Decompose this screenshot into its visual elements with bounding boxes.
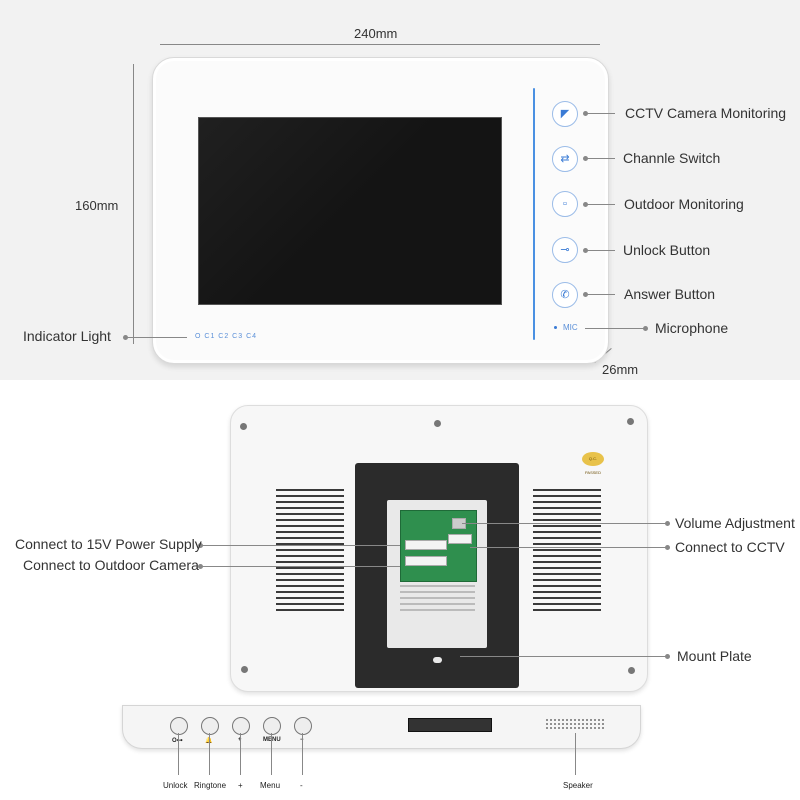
leader-cctv — [585, 113, 615, 114]
leader-channel — [585, 158, 615, 159]
screw-bottom-left — [241, 666, 248, 673]
label-cctv-monitoring: CCTV Camera Monitoring — [625, 105, 787, 121]
plate-hole — [433, 657, 442, 663]
leader-plus-key — [240, 733, 241, 775]
mic-marking: MIC — [563, 323, 578, 332]
label-outdoor-camera: Connect to Outdoor Camera — [23, 557, 199, 573]
leader-answer-dot — [583, 292, 588, 297]
leader-cctv-back — [470, 547, 667, 548]
leader-indicator-dot — [123, 335, 128, 340]
leader-microphone — [585, 328, 645, 329]
unlock-button[interactable]: ⊸ — [552, 237, 578, 263]
leader-minus-key — [302, 733, 303, 775]
screw-top-right — [627, 418, 634, 425]
leader-mount — [460, 656, 667, 657]
width-dimension-label: 240mm — [354, 26, 398, 41]
leader-channel-dot — [583, 156, 588, 161]
leader-speaker — [575, 733, 576, 775]
screw-top-left — [240, 423, 247, 430]
leader-answer — [585, 294, 615, 295]
leader-outdoor-dot — [583, 202, 588, 207]
label-power-supply: Connect to 15V Power Supply — [15, 536, 202, 552]
height-dimension-line — [133, 64, 134, 344]
leader-power — [200, 545, 400, 546]
speaker-grille — [545, 718, 605, 730]
vent-left — [276, 489, 344, 614]
answer-button[interactable]: ✆ — [552, 282, 578, 308]
leader-volume — [462, 523, 667, 524]
leader-cctv-dot — [583, 111, 588, 116]
leader-outdoor — [585, 204, 615, 205]
minus-key[interactable] — [294, 717, 312, 735]
label-ringtone-key: Ringtone — [194, 781, 227, 790]
unlock-key[interactable] — [170, 717, 188, 735]
bell-icon: 🔔 — [205, 737, 212, 744]
microphone-hole — [554, 326, 557, 329]
leader-mount-dot — [665, 654, 670, 659]
minus-icon: − — [300, 737, 304, 743]
plus-icon: + — [238, 737, 242, 743]
vent-right — [533, 489, 601, 614]
outdoor-monitoring-button[interactable]: ▫ — [552, 191, 578, 217]
qc-passed-sticker: Q.C. PASSED — [582, 452, 604, 475]
phone-icon: ✆ — [560, 289, 570, 301]
leader-unlock-key — [178, 733, 179, 775]
camera-icon: ◤ — [560, 108, 570, 120]
indicator-light-marking: O C1 C2 C3 C4 — [195, 333, 258, 340]
label-unlock-button: Unlock Button — [623, 242, 711, 258]
connector-power — [405, 540, 447, 550]
label-microphone: Microphone — [655, 320, 729, 336]
label-outdoor-monitoring: Outdoor Monitoring — [624, 196, 744, 212]
key-icon: ⊸ — [560, 244, 570, 256]
label-mount-plate: Mount Plate — [677, 648, 752, 664]
channel-switch-button[interactable]: ⇄ — [552, 146, 578, 172]
label-indicator-light: Indicator Light — [23, 328, 111, 344]
depth-dimension-label: 26mm — [602, 362, 639, 377]
bottom-slot — [408, 718, 492, 732]
label-plus-key: + — [238, 781, 243, 790]
monitor-icon: ▫ — [563, 198, 567, 210]
leader-outdoor-camera-dot — [198, 564, 203, 569]
leader-ringtone-key — [209, 733, 210, 775]
monitor-screen — [198, 117, 502, 305]
leader-unlock — [585, 250, 615, 251]
cctv-camera-button[interactable]: ◤ — [552, 101, 578, 127]
leader-indicator — [125, 337, 187, 338]
label-minus-key: - — [300, 781, 303, 790]
switch-icon: ⇄ — [560, 153, 570, 165]
width-dimension-line — [160, 44, 600, 45]
label-volume-adjustment: Volume Adjustment — [675, 515, 795, 531]
menu-key[interactable] — [263, 717, 281, 735]
leader-menu-key — [271, 733, 272, 775]
height-dimension-label: 160mm — [75, 198, 119, 213]
connector-outdoor — [405, 556, 447, 566]
label-menu-key: Menu — [260, 781, 281, 790]
leader-unlock-dot — [583, 248, 588, 253]
leader-volume-dot — [665, 521, 670, 526]
screw-bottom-right — [628, 667, 635, 674]
touch-key-strip — [533, 88, 535, 340]
key-icon: O⊶ — [172, 737, 183, 744]
label-connect-cctv: Connect to CCTV — [675, 539, 785, 555]
label-answer-button: Answer Button — [624, 286, 716, 302]
leader-microphone-dot — [643, 326, 648, 331]
leader-outdoor-camera — [200, 566, 400, 567]
plate-slats — [400, 585, 475, 615]
label-unlock-key: Unlock — [163, 781, 188, 790]
plus-key[interactable] — [232, 717, 250, 735]
label-channel-switch: Channle Switch — [623, 150, 721, 166]
connector-cctv — [448, 534, 472, 544]
ringtone-key[interactable] — [201, 717, 219, 735]
screw-top-middle — [434, 420, 441, 427]
leader-cctv-back-dot — [665, 545, 670, 550]
leader-power-dot — [198, 543, 203, 548]
label-speaker: Speaker — [563, 781, 593, 790]
